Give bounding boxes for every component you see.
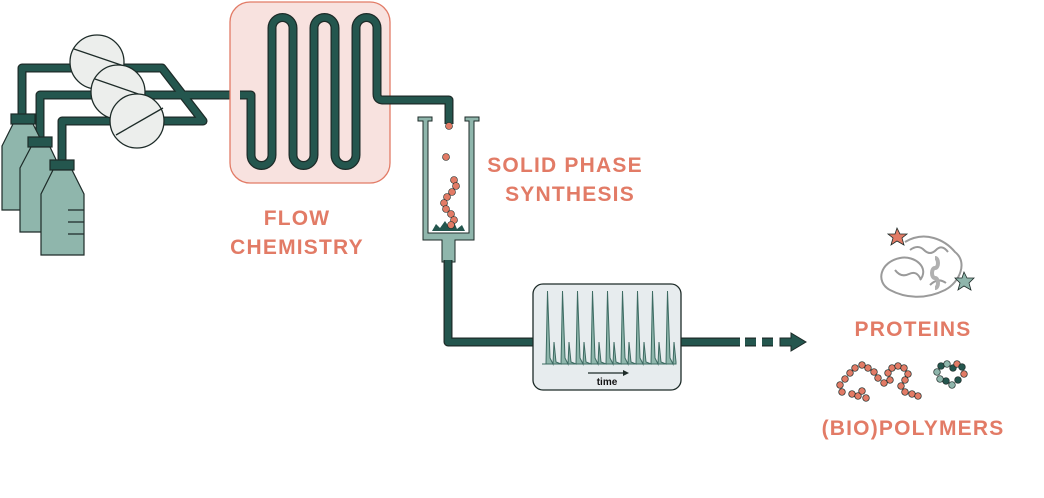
polymer-bead <box>908 390 916 398</box>
flow-chemistry-label-line2: CHEMISTRY <box>230 236 364 259</box>
polymer-bead <box>858 387 866 395</box>
solid-phase-label-line1: SOLID PHASE <box>487 154 643 177</box>
polymer-bead <box>848 390 856 398</box>
pump-icon <box>109 93 165 149</box>
pumps <box>69 34 165 149</box>
chromatogram-detector-icon: time <box>532 283 682 391</box>
outlet-pipe <box>443 260 540 347</box>
reagent-bottles <box>1 113 85 256</box>
coil-reactor-icon <box>229 1 454 184</box>
polymer-bead <box>884 369 892 377</box>
polymer-bead <box>904 370 912 378</box>
chromatogram-peaks <box>542 290 677 366</box>
polymer-bead <box>897 382 905 390</box>
polymer-bead <box>901 388 909 396</box>
polymer-bead <box>858 361 866 369</box>
polymer-bead <box>854 392 862 400</box>
polymer-bead <box>888 364 896 372</box>
polymer-bead <box>886 376 894 384</box>
polymer-bead <box>960 370 968 378</box>
polymer-bead <box>942 377 950 385</box>
resin-column-icon <box>417 116 480 263</box>
polymer-bead <box>943 360 951 368</box>
reagent-bottle-icon <box>40 159 85 256</box>
polymer-bead <box>901 376 909 384</box>
polymer-bead <box>914 392 922 400</box>
polymer-bead <box>880 379 888 387</box>
polymer-bead <box>836 381 844 389</box>
polymer-bead <box>841 375 849 383</box>
protein-icon <box>880 235 963 298</box>
inlet-pipes-inner <box>18 64 245 160</box>
polymer-bead <box>870 368 878 376</box>
star-icon <box>886 226 909 246</box>
polymer-bead <box>958 363 966 371</box>
biopolymers-label: (BIO)POLYMERS <box>822 417 1005 440</box>
proteins-label: PROTEINS <box>855 318 972 341</box>
polymer-bead <box>894 362 902 370</box>
polymer-bead <box>864 364 872 372</box>
star-icon <box>954 270 975 291</box>
polymer-bead <box>954 376 962 384</box>
flow-chemistry-label-line1: FLOW <box>264 207 331 230</box>
polymer-chain-icon <box>836 360 968 402</box>
polymer-bead <box>851 364 859 372</box>
polymer-bead <box>936 375 944 383</box>
polymer-bead <box>948 381 956 389</box>
time-axis-label: time <box>597 377 618 388</box>
arrow-icon <box>779 332 807 352</box>
polymer-bead <box>862 394 870 402</box>
polymer-bead <box>900 364 908 372</box>
chromatogram-trace <box>542 290 677 366</box>
polymer-bead <box>838 388 846 396</box>
polymer-bead <box>846 369 854 377</box>
solid-phase-label-line2: SYNTHESIS <box>505 183 635 206</box>
polymer-bead <box>874 374 882 382</box>
polymer-bead <box>937 362 945 370</box>
polymer-bead <box>933 368 941 376</box>
